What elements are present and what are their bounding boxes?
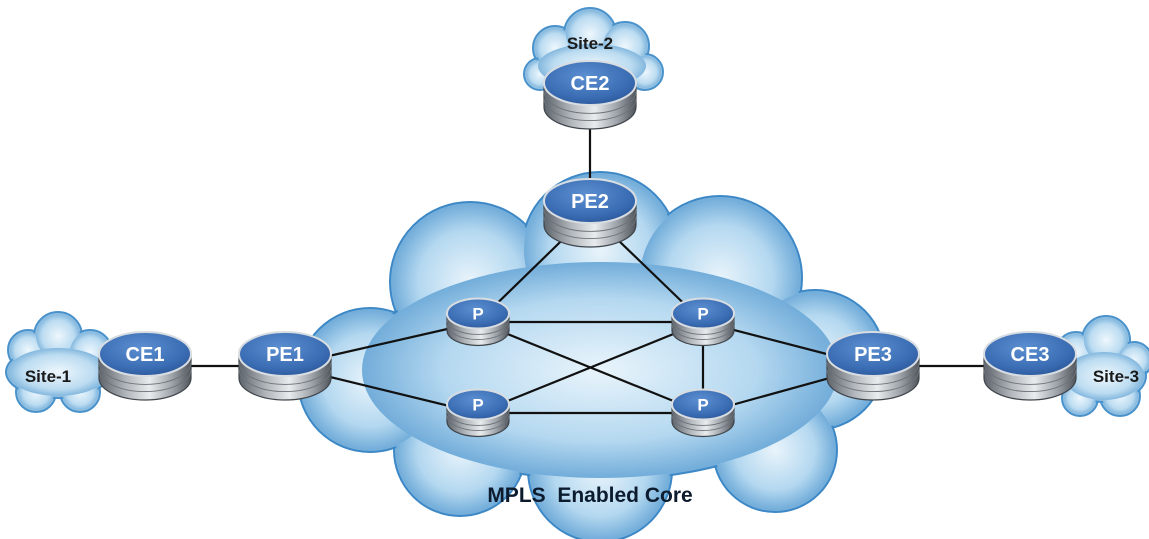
router-ce3[interactable]: CE3	[983, 331, 1077, 401]
router-label-p4: P	[697, 396, 708, 415]
site-1-label: Site-1	[25, 367, 71, 386]
router-label-ce1: CE1	[126, 344, 165, 366]
router-ridge	[98, 369, 192, 393]
router-top	[543, 178, 637, 224]
router-label-ce3: CE3	[1011, 344, 1050, 366]
site-3-label: Site-3	[1093, 367, 1139, 386]
router-label-p1: P	[472, 305, 483, 324]
router-label-ce2: CE2	[571, 73, 610, 95]
router-top	[238, 331, 332, 377]
router-top	[983, 331, 1077, 377]
router-ridge	[983, 369, 1077, 393]
router-pe1[interactable]: PE1	[238, 331, 332, 401]
router-ridge	[543, 209, 637, 232]
router-ce1[interactable]: CE1	[98, 331, 192, 401]
router-label-pe2: PE2	[571, 191, 609, 213]
router-ridge	[238, 369, 332, 393]
router-top	[446, 388, 510, 421]
router-ridge	[446, 319, 510, 335]
router-ridge	[238, 362, 332, 385]
router-ridge	[671, 410, 735, 426]
link-p2-p3	[477, 320, 704, 415]
router-ce2[interactable]: CE2	[543, 60, 637, 130]
router-top	[98, 331, 192, 377]
router-pe3[interactable]: PE3	[826, 331, 920, 401]
site-3-cloud	[1055, 315, 1149, 417]
router-top	[446, 297, 510, 330]
router-ridge	[826, 369, 920, 393]
router-top	[543, 60, 637, 106]
router-ridge	[983, 362, 1077, 385]
core-label: MPLS Enabled Core	[487, 484, 692, 507]
router-label-p2: P	[472, 396, 483, 415]
router-ridge	[671, 415, 735, 431]
router-ridge	[543, 216, 637, 240]
router-ridge	[826, 362, 920, 385]
router-p2[interactable]: P	[446, 388, 510, 438]
router-ridge	[446, 415, 510, 431]
router-ridge	[98, 362, 192, 385]
router-label-pe3: PE3	[854, 344, 892, 366]
router-ridge	[671, 324, 735, 340]
router-ridge	[446, 410, 510, 426]
router-p3[interactable]: P	[671, 297, 735, 347]
router-label-p3: P	[697, 305, 708, 324]
router-ridge	[671, 319, 735, 335]
router-p4[interactable]: P	[671, 388, 735, 438]
router-label-pe1: PE1	[266, 344, 304, 366]
router-top	[826, 331, 920, 377]
router-top	[671, 388, 735, 421]
router-p1[interactable]: P	[446, 297, 510, 347]
router-pe2[interactable]: PE2	[543, 178, 637, 248]
router-ridge	[446, 324, 510, 340]
router-ridge	[543, 91, 637, 114]
router-ridge	[543, 98, 637, 122]
site-1-cloud	[5, 311, 113, 413]
site-2-label: Site-2	[567, 34, 613, 53]
router-top	[671, 297, 735, 330]
